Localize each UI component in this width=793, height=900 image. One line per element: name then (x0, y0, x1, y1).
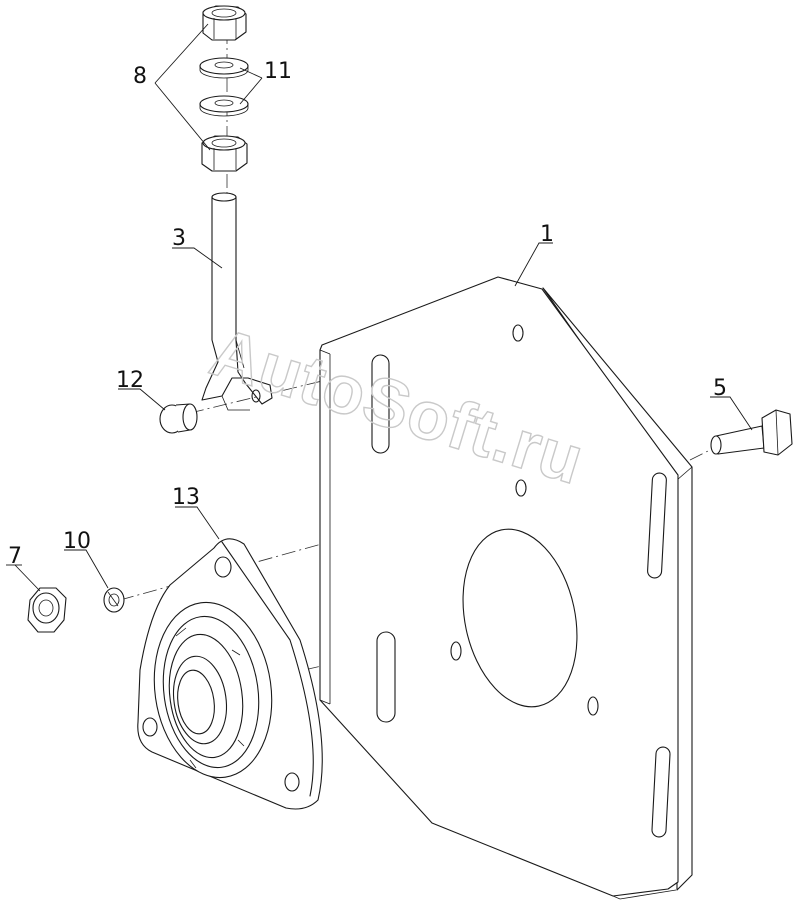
washer-lower (199, 95, 249, 117)
pin (159, 403, 198, 434)
washer-upper (199, 57, 249, 79)
label-part-3: 3 (172, 226, 186, 251)
top-nut (202, 5, 247, 41)
label-part-10: 10 (63, 529, 91, 554)
bolt (710, 409, 793, 456)
label-part-8: 8 (133, 64, 147, 89)
part-labels: 8 11 3 1 12 5 13 10 7 (8, 59, 727, 569)
label-part-12: 12 (116, 368, 144, 393)
label-part-11: 11 (264, 59, 292, 84)
adjusting-rod (201, 192, 273, 411)
label-part-1: 1 (540, 222, 554, 247)
hex-nut (27, 587, 67, 633)
spring-washer (103, 587, 125, 613)
lower-nut (201, 135, 248, 172)
label-part-13: 13 (172, 485, 200, 510)
mounting-plate (319, 276, 693, 900)
label-part-7: 7 (8, 544, 22, 569)
flange-bearing (137, 538, 323, 810)
leader-lines (6, 23, 753, 592)
label-part-5: 5 (713, 376, 727, 401)
